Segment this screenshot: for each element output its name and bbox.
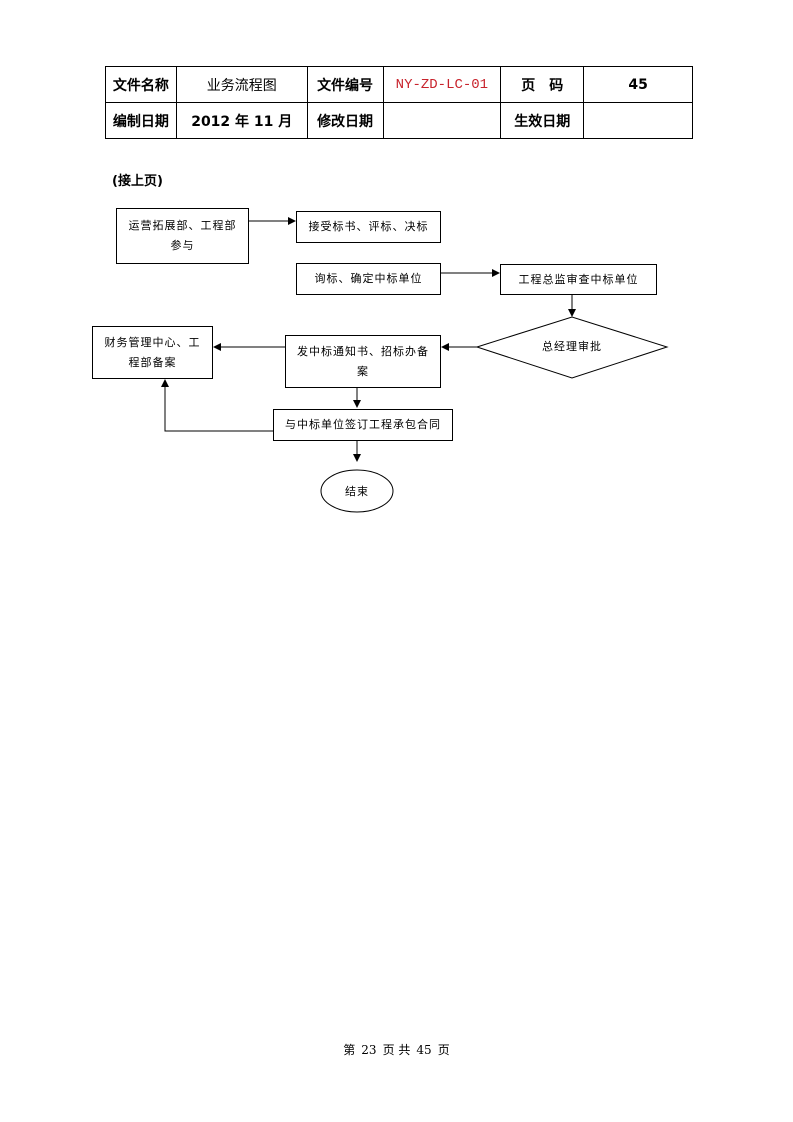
inquiry-text: 询标、确定中标单位	[314, 272, 423, 285]
end-label: 结束	[345, 485, 369, 498]
page-value: 45	[583, 66, 693, 103]
sign-contract-text: 与中标单位签订工程承包合同	[285, 418, 441, 431]
chief-review-text: 工程总监审查中标单位	[518, 272, 639, 286]
document-header-table: 文件名称 业务流程图 文件编号 NY-ZD-LC-01 页 码 45 编制日期 …	[105, 66, 693, 139]
compile-date-value: 2012 年 11 月	[175, 102, 308, 139]
issue-notice-text: 发中标通知书、招标办备案	[297, 344, 429, 378]
footer-prefix: 第	[343, 1043, 356, 1057]
inquiry-box: 询标、确定中标单位	[296, 263, 441, 295]
finance-record-text: 财务管理中心、工程部备案	[104, 335, 201, 369]
revise-date-label: 修改日期	[306, 102, 384, 139]
footer-mid: 页 共	[382, 1043, 411, 1057]
footer-current-page: 23	[361, 1043, 377, 1057]
footer-total-pages: 45	[416, 1043, 432, 1057]
file-name-value: 业务流程图	[175, 66, 308, 103]
header-row-1: 文件名称 业务流程图 文件编号 NY-ZD-LC-01 页 码 45	[105, 66, 693, 103]
ops-dept-text: 运营拓展部、工程部参与	[128, 219, 237, 252]
header-row-2: 编制日期 2012 年 11 月 修改日期 生效日期	[105, 102, 693, 139]
file-name-label: 文件名称	[105, 66, 177, 103]
file-no-value: NY-ZD-LC-01	[382, 66, 502, 103]
compile-date-label: 编制日期	[105, 102, 177, 139]
gm-approval-diamond	[475, 316, 669, 379]
accept-bid-text: 接受标书、评标、决标	[308, 220, 429, 233]
finance-record-box: 财务管理中心、工程部备案	[92, 326, 213, 379]
sign-contract-box: 与中标单位签订工程承包合同	[273, 409, 453, 441]
chief-review-box: 工程总监审查中标单位	[500, 264, 657, 295]
effective-date-value	[583, 102, 693, 139]
accept-bid-box: 接受标书、评标、决标	[296, 211, 441, 243]
ops-dept-box: 运营拓展部、工程部参与	[116, 208, 249, 264]
arrow-contract-to-finance	[161, 379, 273, 432]
page-footer: 第 23 页 共 45 页	[0, 1041, 793, 1058]
footer-suffix: 页	[437, 1043, 450, 1057]
gm-approval-label: 总经理审批	[542, 340, 602, 353]
end-oval	[320, 469, 394, 513]
continued-label: (接上页)	[112, 174, 163, 189]
effective-date-label: 生效日期	[500, 102, 585, 139]
issue-notice-box: 发中标通知书、招标办备案	[285, 335, 441, 388]
revise-date-value	[382, 102, 502, 139]
